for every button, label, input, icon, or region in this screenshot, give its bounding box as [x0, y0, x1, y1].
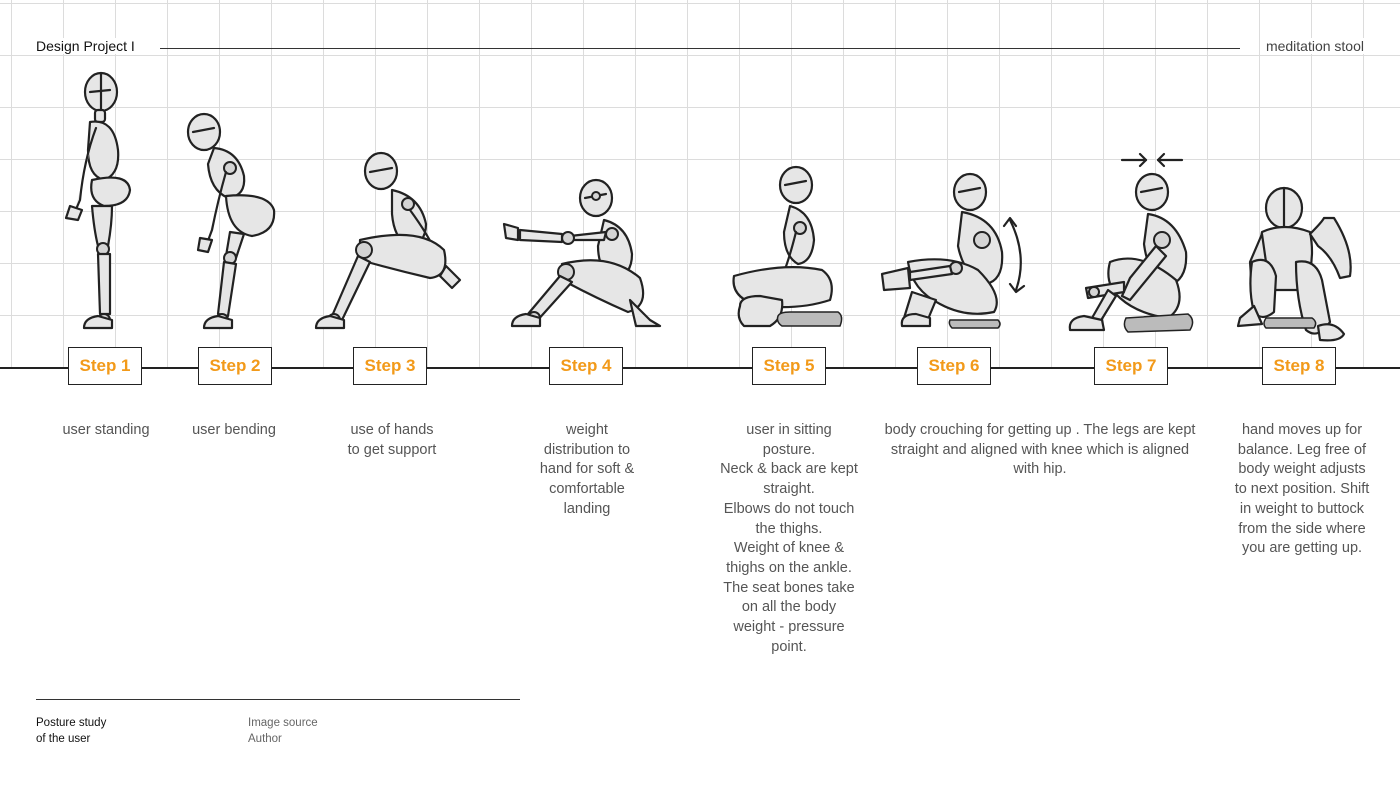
figure-step-5: [732, 165, 843, 328]
step-description-4: weight distribution to hand for soft & c…: [539, 422, 635, 517]
figure-step-1: [64, 71, 132, 330]
posture-figures: .b { fill:#e6e6e6; stroke:#222; stroke-w…: [64, 71, 1352, 342]
step-description-2: user bending: [192, 422, 276, 438]
project-title: Design Project I: [36, 38, 141, 54]
step-description-5: user in sitting posture. Neck & back are…: [720, 422, 858, 655]
figure-step-6: [880, 172, 1026, 329]
step-label-7: Step 7: [1094, 347, 1168, 385]
step-label-4: Step 4: [549, 347, 623, 385]
figure-step-2: [186, 112, 276, 330]
timeline: [0, 367, 1400, 369]
step-label-1: Step 1: [68, 347, 142, 385]
footer-rule: [36, 699, 520, 700]
footer-caption: Posture study of the user: [36, 717, 107, 745]
image-source: Image source Author: [248, 717, 318, 745]
step-label-3: Step 3: [353, 347, 427, 385]
step-description-3: use of hands to get support: [347, 422, 437, 458]
figure-step-4: [502, 178, 662, 328]
header-rule: [160, 48, 1240, 49]
step-description-1: user standing: [62, 422, 150, 438]
project-subtitle: meditation stool: [1259, 38, 1364, 54]
figure-step-7: [1068, 152, 1194, 333]
figure-step-3: [314, 151, 462, 330]
step-label-8: Step 8: [1262, 347, 1336, 385]
step-description-8: hand moves up for balance. Leg free of b…: [1234, 422, 1370, 557]
step-label-5: Step 5: [752, 347, 826, 385]
step-label-2: Step 2: [198, 347, 272, 385]
step-description-6: body crouching for getting up . The legs…: [884, 422, 1196, 478]
figure-step-8: [1236, 186, 1352, 342]
step-label-6: Step 6: [917, 347, 991, 385]
